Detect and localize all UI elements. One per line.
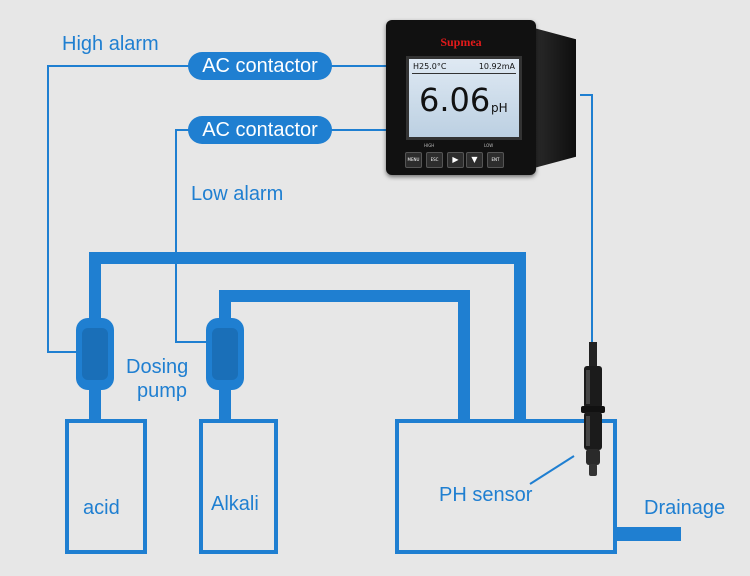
sensor-pointer	[529, 455, 575, 485]
display-unit: pH	[491, 101, 508, 115]
menu-button[interactable]: MENU	[405, 152, 422, 168]
right-arrow-button[interactable]: ▶	[447, 152, 464, 168]
sensor-cable	[580, 94, 593, 345]
display-current: 10.92mA	[478, 62, 515, 71]
ph-tank	[395, 419, 617, 554]
alkali-tank-label: Alkali	[211, 493, 259, 515]
drainage-label: Drainage	[644, 497, 726, 519]
high-alarm-label: High alarm	[62, 33, 159, 55]
controller-high-tag: HIGH	[424, 143, 435, 148]
display-divider	[412, 73, 516, 74]
low-alarm-label: Low alarm	[191, 183, 284, 205]
acid-tank	[65, 419, 147, 554]
acid-dosing-pump	[76, 318, 114, 390]
pipes	[89, 252, 526, 420]
down-arrow-button[interactable]: ▼	[466, 152, 483, 168]
display-ph-value: 6.06	[419, 81, 491, 119]
ac-contactor-bottom-badge: AC contactor	[188, 116, 332, 144]
ph-probe	[581, 342, 605, 476]
drainage-pipe	[613, 527, 681, 541]
display-temperature: H25.0°C	[413, 62, 447, 71]
dosing-pump-label-line2: pump	[137, 380, 188, 402]
controller-front-panel: Supmea H25.0°C 10.92mA 6.06 pH HIGH LOW …	[386, 20, 536, 175]
alkali-dosing-pump	[206, 318, 244, 390]
alkali-pipe	[219, 290, 470, 420]
ac-contactor-top-badge: AC contactor	[188, 52, 332, 80]
dosing-pump-label-line1: Dosing	[126, 356, 189, 378]
acid-pipe	[89, 252, 526, 420]
low-alarm-wire	[175, 129, 208, 343]
esc-button[interactable]: ESC	[426, 152, 443, 168]
controller-display: H25.0°C 10.92mA 6.06 pH	[406, 56, 522, 140]
high-alarm-wire	[47, 65, 190, 353]
acid-tank-label: acid	[83, 497, 120, 519]
alkali-tank	[199, 419, 278, 554]
controller-side-housing	[534, 28, 576, 168]
signal-wires	[47, 65, 593, 485]
controller-brand: Supmea	[440, 35, 482, 49]
ph-controller: Supmea H25.0°C 10.92mA 6.06 pH HIGH LOW …	[386, 20, 581, 176]
controller-low-tag: LOW	[484, 143, 494, 148]
enter-button[interactable]: ENT	[487, 152, 504, 168]
ph-sensor-label: PH sensor	[439, 484, 533, 506]
